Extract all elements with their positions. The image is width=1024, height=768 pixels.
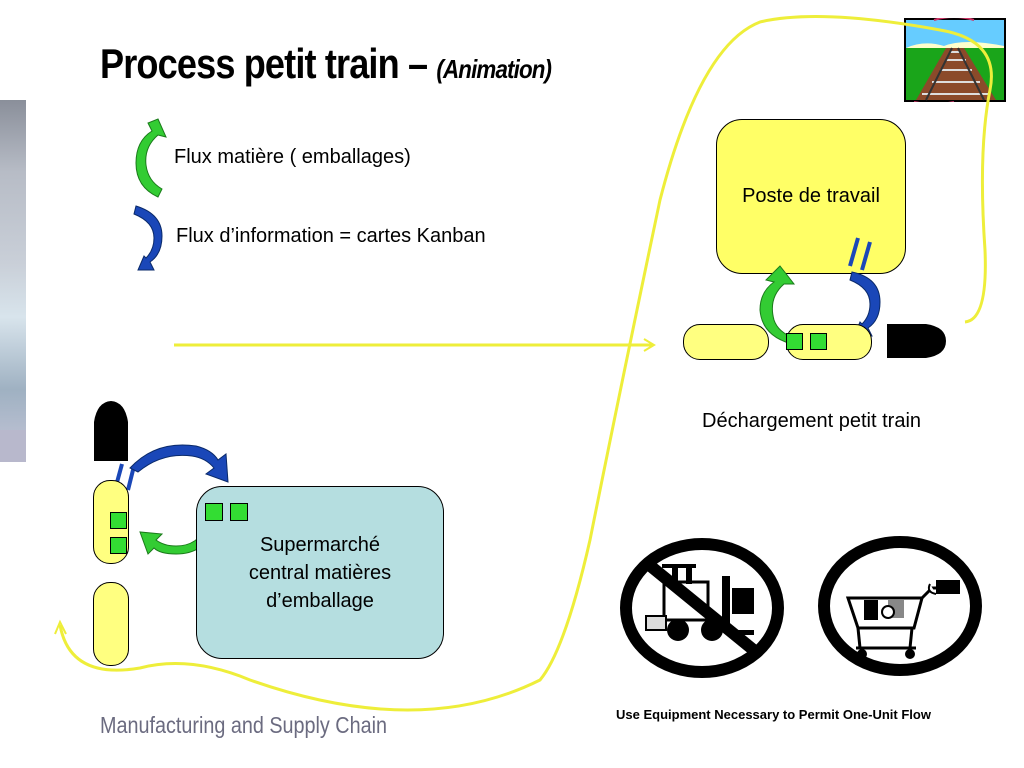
wagon [683, 324, 769, 360]
material-box [110, 537, 127, 554]
material-box [205, 503, 223, 521]
supermarket-blue-arrow [129, 444, 229, 483]
unloading-caption: Déchargement petit train [702, 410, 922, 432]
page-title: Process petit train – (Animation) [100, 40, 552, 88]
no-forklift-icon [620, 538, 784, 678]
title-sub: (Animation) [436, 54, 552, 84]
left-edge-image [0, 100, 26, 462]
wagon [93, 582, 129, 666]
legend-material-flow: Flux matière ( emballages) [174, 146, 411, 168]
supermarket-green-arrow [139, 525, 213, 555]
svg-text:B: B [936, 584, 942, 594]
equipment-caption: Use Equipment Necessary to Permit One-Un… [616, 707, 931, 722]
material-box [110, 512, 127, 529]
material-box [786, 333, 803, 350]
supermarket-label-line: d’emballage [266, 590, 374, 612]
material-box [230, 503, 248, 521]
title-main: Process petit train – [100, 40, 437, 87]
left-edge-block [0, 430, 26, 462]
material-box [810, 333, 827, 350]
curved-green-arrow-icon [135, 118, 167, 198]
curved-blue-arrow-icon [133, 205, 163, 271]
no-cart-icon: B [818, 536, 982, 676]
supermarket-label: Supermarché central matières d’emballage [197, 531, 443, 615]
supermarket-label-line: central matières [248, 562, 392, 584]
legend-information-flow: Flux d’information = cartes Kanban [176, 225, 486, 247]
supermarket-label-line: Supermarché [259, 534, 381, 556]
kanban-card-icon [848, 237, 872, 271]
workstation-box: Poste de travail [716, 119, 906, 274]
workstation-label: Poste de travail [742, 185, 880, 207]
footer-text: Manufacturing and Supply Chain [100, 712, 387, 738]
locomotive-icon [94, 401, 128, 461]
locomotive-icon [887, 324, 946, 358]
